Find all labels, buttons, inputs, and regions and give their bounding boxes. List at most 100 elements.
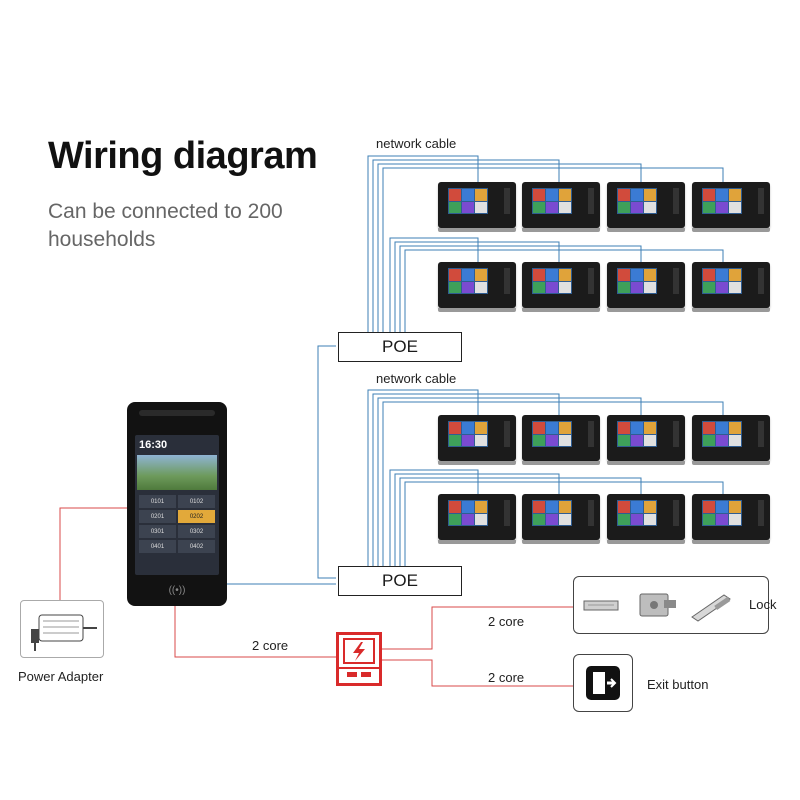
monitor-speaker bbox=[588, 188, 594, 214]
panel-time: 16:30 bbox=[139, 439, 168, 451]
monitor-speaker bbox=[588, 268, 594, 294]
monitor-speaker bbox=[758, 188, 764, 214]
monitor-screen bbox=[702, 500, 742, 526]
monitor-screen bbox=[448, 188, 488, 214]
camera-bar bbox=[139, 410, 215, 416]
lock-group bbox=[573, 576, 769, 634]
electromagnetic-lock-icon bbox=[583, 600, 619, 611]
room-button: 0401 bbox=[139, 540, 176, 553]
monitor-speaker bbox=[673, 188, 679, 214]
monitor-base bbox=[438, 540, 516, 544]
power-wire-exit bbox=[382, 659, 573, 687]
monitor-base bbox=[692, 461, 770, 465]
monitor-screen bbox=[702, 188, 742, 214]
monitor-screen bbox=[532, 421, 572, 447]
monitor-icon bbox=[692, 415, 770, 465]
monitor-screen bbox=[532, 500, 572, 526]
monitor-screen bbox=[448, 268, 488, 294]
network-wire bbox=[372, 159, 560, 332]
room-button: 0402 bbox=[178, 540, 215, 553]
monitor-speaker bbox=[758, 268, 764, 294]
monitor-speaker bbox=[588, 500, 594, 526]
net-wire-poe-poe bbox=[317, 345, 336, 579]
monitor-icon bbox=[522, 182, 600, 232]
network-wire bbox=[399, 477, 642, 566]
exit-button-label: Exit button bbox=[647, 677, 709, 692]
bolt-lock-icon bbox=[691, 594, 731, 622]
monitor-icon bbox=[438, 494, 516, 544]
network-wire bbox=[394, 473, 560, 566]
monitor-icon bbox=[607, 182, 685, 232]
monitor-speaker bbox=[673, 421, 679, 447]
monitor-base bbox=[607, 308, 685, 312]
monitor-speaker bbox=[673, 500, 679, 526]
network-wire bbox=[377, 163, 642, 332]
monitor-icon bbox=[607, 494, 685, 544]
monitor-base bbox=[438, 308, 516, 312]
page-subtitle: Can be connected to 200 households bbox=[48, 200, 283, 251]
access-controller-icon bbox=[336, 632, 382, 686]
monitor-icon bbox=[522, 262, 600, 312]
power-wire-adapter bbox=[59, 507, 127, 600]
monitor-screen bbox=[617, 268, 657, 294]
monitor-screen bbox=[532, 268, 572, 294]
network-cable-label-bottom: network cable bbox=[376, 371, 457, 386]
monitor-speaker bbox=[758, 500, 764, 526]
power-wire-controller bbox=[174, 606, 336, 658]
network-wire bbox=[377, 397, 642, 566]
monitor-speaker bbox=[673, 268, 679, 294]
monitor-base bbox=[692, 308, 770, 312]
monitor-icon bbox=[522, 415, 600, 465]
panel-photo bbox=[137, 455, 217, 490]
monitor-icon bbox=[522, 494, 600, 544]
monitor-speaker bbox=[504, 268, 510, 294]
monitor-screen bbox=[532, 188, 572, 214]
power-adapter-label: Power Adapter bbox=[18, 669, 104, 684]
monitor-base bbox=[522, 540, 600, 544]
monitor-icon bbox=[692, 494, 770, 544]
monitor-base bbox=[607, 228, 685, 232]
room-button: 0202 bbox=[178, 510, 215, 523]
monitor-base bbox=[607, 540, 685, 544]
network-wire bbox=[372, 393, 560, 566]
two-core-label-lock: 2 core bbox=[488, 614, 525, 629]
network-wire bbox=[394, 241, 560, 332]
network-cable-label-top: network cable bbox=[376, 136, 457, 151]
two-core-label-left: 2 core bbox=[252, 638, 289, 653]
monitor-screen bbox=[702, 268, 742, 294]
room-button: 0102 bbox=[178, 495, 215, 508]
exit-button-icon bbox=[573, 654, 633, 712]
monitor-screen bbox=[617, 421, 657, 447]
monitor-screen bbox=[617, 500, 657, 526]
monitor-base bbox=[438, 461, 516, 465]
monitor-speaker bbox=[758, 421, 764, 447]
monitor-speaker bbox=[504, 500, 510, 526]
monitor-base bbox=[692, 228, 770, 232]
monitor-base bbox=[522, 461, 600, 465]
monitor-icon bbox=[438, 415, 516, 465]
room-button: 0301 bbox=[139, 525, 176, 538]
monitor-base bbox=[522, 228, 600, 232]
monitor-screen bbox=[617, 188, 657, 214]
two-core-label-exit: 2 core bbox=[488, 670, 525, 685]
network-wire bbox=[382, 401, 724, 566]
monitor-icon bbox=[607, 415, 685, 465]
network-wire bbox=[404, 481, 724, 566]
power-adapter-icon bbox=[20, 600, 104, 658]
electric-lock-icon bbox=[639, 593, 676, 617]
network-wire bbox=[367, 155, 479, 332]
monitor-icon bbox=[438, 262, 516, 312]
lock-label: Lock bbox=[749, 597, 777, 612]
monitor-screen bbox=[448, 421, 488, 447]
monitor-speaker bbox=[504, 188, 510, 214]
nfc-icon: ((•)) bbox=[168, 585, 186, 596]
poe-switch-top: POE bbox=[338, 332, 462, 362]
monitor-screen bbox=[702, 421, 742, 447]
monitor-base bbox=[607, 461, 685, 465]
monitor-screen bbox=[448, 500, 488, 526]
